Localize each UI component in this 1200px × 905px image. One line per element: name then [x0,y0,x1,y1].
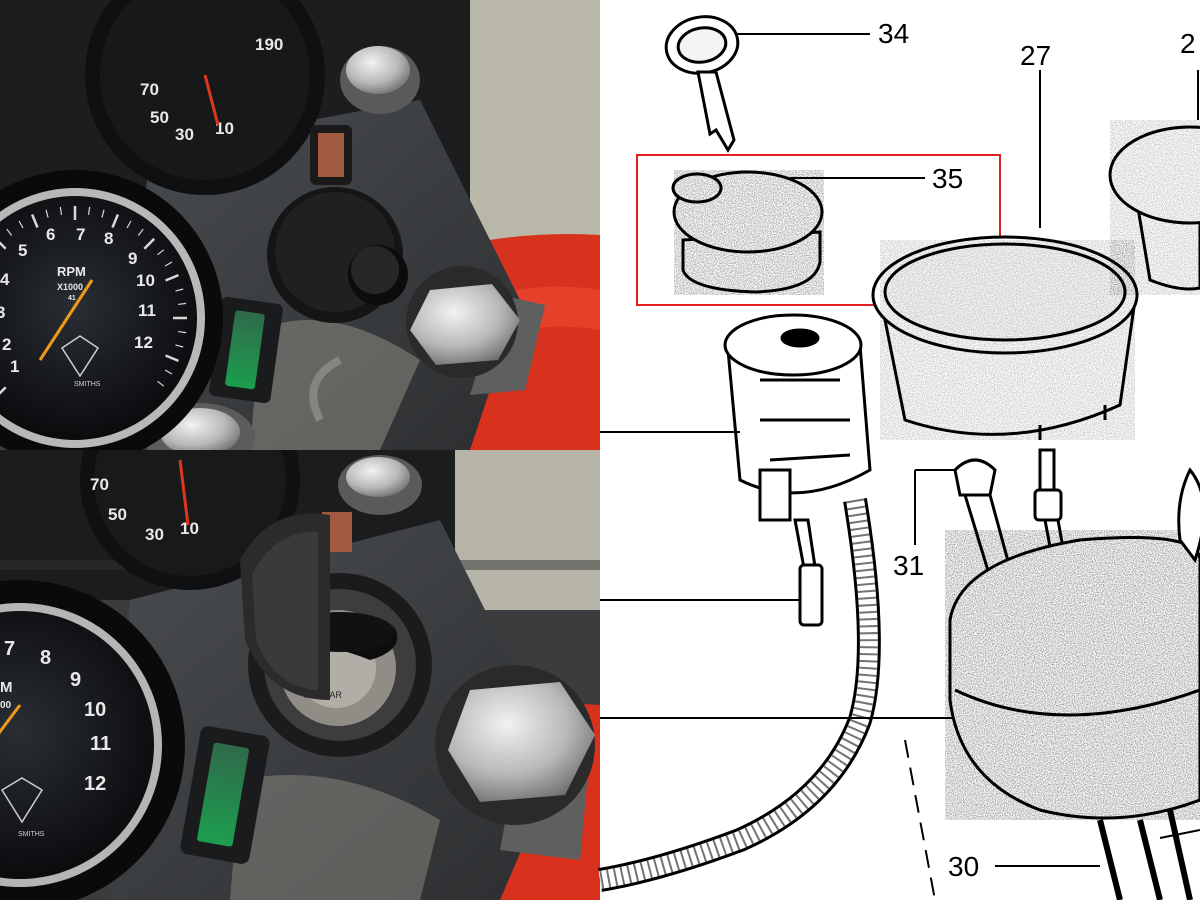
tach-number: 11 [90,733,111,755]
tach-number: 12 [84,773,106,795]
tach-tick [175,288,184,292]
photo-ignition-covered: 30 50 70 190 10 [0,0,600,450]
tach-tick [0,386,7,395]
chrome-bolt [340,46,420,114]
speedo-label: 50 [150,108,169,127]
photo-ignition-open: 30 50 70 10 VAR GAR [0,450,600,900]
green-indicator-lamp [209,296,283,404]
tach-tick [137,228,144,236]
speedo-label: 190 [255,35,283,54]
parts-diagram: 34 35 27 2 [598,0,1200,901]
speedometer-drawing [871,235,1139,440]
tach-multiplier: X1000 [57,282,83,292]
tach-unit-label: RPM [57,264,86,279]
highlight-box [636,154,1001,306]
tach-number: 5 [18,241,27,260]
tach-tick [87,206,91,215]
tach-number: 12 [134,333,153,352]
speedo-label: 10 [215,119,234,138]
speedometer: 30 50 70 190 10 [85,0,325,195]
tach-number: 7 [76,225,85,244]
tach-maker: SMITHS [74,381,101,388]
ignition-rubber-cover [267,187,408,323]
tach-ref: 41 [68,295,76,302]
tach-number: 3 [0,303,5,322]
tach-tick [157,249,165,256]
tach-tick [164,369,173,375]
ignition-switch-open: VAR GAR [240,513,432,757]
tach-number: 10 [84,699,106,721]
tach-tick [178,330,187,334]
tach-tick [126,220,132,229]
tach-maker: SMITHS [18,831,45,838]
tach-multiplier: 00 [0,700,12,711]
tach-tick [164,261,173,267]
tach-number: 9 [128,249,137,268]
speedo-label: 50 [108,505,127,524]
ignition-key-drawing [664,15,740,153]
headlamp-grommet-drawing [945,467,1200,820]
tach-tick [18,220,24,229]
tach-tick [111,214,120,228]
speedo-label: 70 [140,80,159,99]
tach-tick [165,354,179,363]
switch-cover-drawing [671,170,824,295]
ignition-switch-drawing [723,313,872,627]
chrome-nut [435,665,595,860]
callout-30: 30 [948,851,979,882]
speedo-label: 30 [175,125,194,144]
tach-number: 10 [136,271,155,290]
tach-tick [59,206,63,215]
tach-number: 8 [104,229,113,248]
tach-number: 7 [4,638,15,660]
chrome-nut [406,266,545,395]
tach-tick [178,302,187,306]
green-indicator-lamp [180,726,270,864]
speedo-label: 30 [145,525,164,544]
tach-tick [6,228,13,236]
tach-number: 11 [138,301,156,320]
tach-number: 4 [0,270,10,289]
mv-logo [60,335,100,378]
callout-27: 27 [1020,40,1051,71]
callout-35: 35 [932,163,963,194]
tachometer-drawing [1108,120,1200,295]
callout-2: 2 [1180,28,1196,59]
tachometer: 7 8 9 10 11 12 M 00 SMITHS [0,580,185,900]
tach-tick [0,241,7,250]
tach-unit-label: M [0,679,13,696]
tach-number: 9 [70,669,81,691]
tach-number: 6 [46,225,55,244]
tachometer: 1 2 3 4 5 6 7 8 9 10 11 12 RPM X1000 41 … [0,170,223,450]
callout-34: 34 [878,18,909,49]
tach-tick [143,237,156,250]
callout-31: 31 [893,550,924,581]
tach-number: 1 [10,357,19,376]
tach-tick [175,344,184,348]
tach-tick [45,209,49,218]
tach-tick [101,209,105,218]
speedo-label: 70 [90,475,109,494]
tach-tick [30,214,39,228]
tach-number: 8 [40,647,51,669]
tach-tick [157,380,165,387]
tach-tick [165,273,179,282]
speedo-label: 10 [180,519,199,538]
mv-logo [0,777,44,824]
tach-number: 2 [2,335,11,354]
